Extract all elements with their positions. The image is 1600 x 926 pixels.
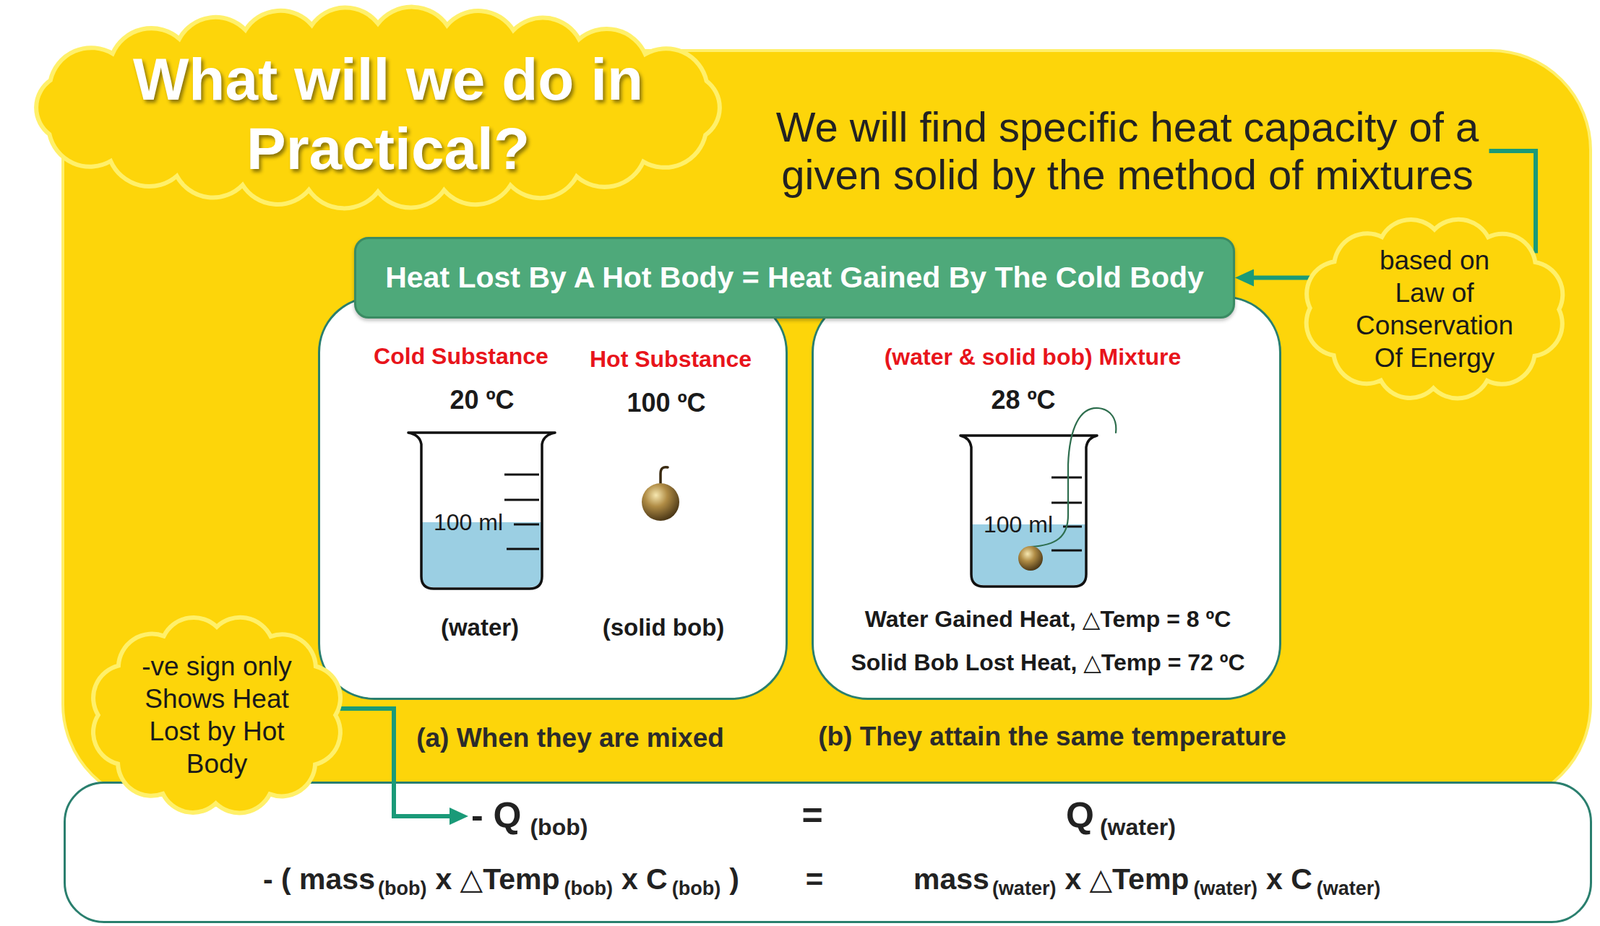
equation-term-text: Q (1065, 795, 1095, 838)
equation-term-text: x C (1266, 862, 1313, 897)
equation-symbol: = (805, 862, 824, 898)
equation-subscript: (bob) (563, 878, 613, 901)
equation-term-text: - Q (471, 795, 522, 838)
equation-box: =Q(water)- ( mass(bob)x △Temp(bob)x C(bo… (63, 781, 1593, 924)
equation-term-text: ) (729, 862, 740, 897)
panel-label: 28 ºC (990, 385, 1056, 415)
equation-group: Q(water) (1065, 795, 1176, 838)
cloud-shape (1289, 209, 1580, 409)
equation-subscript: (bob) (529, 814, 588, 842)
beaker-outline (960, 435, 1098, 587)
panel-label: (water & solid bob) Mixture (884, 343, 1182, 371)
equation-term-text: - ( mass (263, 862, 376, 897)
panel-label: 100 ml (433, 509, 503, 537)
equation-subscript: (bob) (377, 878, 427, 901)
equation-term-text: x △Temp (1064, 862, 1189, 897)
scale-ticks (1051, 477, 1082, 551)
equation-symbol: = (801, 795, 823, 838)
stage-box: (water & solid bob) Mixture 28 ºC 100 ml Wa… (811, 296, 1282, 701)
equation-term-text: x C (621, 862, 668, 897)
equation-term-text: x △Temp (435, 862, 560, 897)
panel-label: 20 ºC (449, 385, 514, 415)
statement-text: We will find specific heat capacity of a… (773, 103, 1483, 199)
bob-hook (660, 467, 668, 485)
panel-label: (solid bob) (602, 614, 725, 642)
equation-subscript: (water) (1193, 878, 1258, 901)
equation-group: - ( mass(bob)x △Temp(bob)x C(bob)) (263, 862, 740, 897)
equation-subscript: (bob) (672, 878, 721, 901)
equation-term-text: mass (913, 862, 990, 897)
panel-label: 100 ºC (626, 388, 706, 418)
panel-label: Water Gained Heat, △Temp = 8 ºC (865, 606, 1232, 634)
equation-term: - Q(bob) (471, 795, 588, 838)
callout-text: based on Law of Conservation Of Energy (1353, 244, 1516, 375)
title-heading: What will we do in Practical? (113, 44, 663, 184)
equation-subscript: (water) (992, 878, 1057, 901)
panel-label: Cold Substance (373, 343, 549, 371)
cloud-outline (93, 617, 341, 814)
header-banner: Heat Lost By A Hot Body = Heat Gained By… (354, 237, 1236, 319)
equation-subscript: (water) (1099, 814, 1176, 842)
panel-label: (a) When they are mixed (416, 723, 725, 755)
panel-label: (b) They attain the same temperature (818, 721, 1287, 754)
cloud-callout: -ve sign only Shows Heat Lost by Hot Bod… (78, 607, 356, 824)
banner-text: Heat Lost By A Hot Body = Heat Gained By… (385, 260, 1204, 295)
equation-group: mass(water)x △Temp(water)x C(water) (913, 862, 1381, 897)
panel-label: Hot Substance (589, 346, 752, 373)
callout-text: -ve sign only Shows Heat Lost by Hot Bod… (132, 650, 301, 781)
cloud-text-wrap: -ve sign only Shows Heat Lost by Hot Bod… (132, 650, 301, 781)
beaker-outline (408, 432, 556, 589)
statement-text-block: We will find specific heat capacity of a… (773, 103, 1483, 199)
equation-panel (63, 781, 1593, 924)
stage-box: Cold Substance Hot Substance 20 ºC 100 ºC 10… (317, 296, 788, 701)
cloud-shape (78, 607, 356, 824)
panel-label: 100 ml (983, 511, 1053, 539)
cloud-text-wrap: based on Law of Conservation Of Energy (1353, 244, 1516, 375)
panel-label: Solid Bob Lost Heat, △Temp = 72 ºC (850, 649, 1245, 677)
solid-bob (1018, 546, 1043, 571)
cloud-callout: based on Law of Conservation Of Energy (1289, 209, 1580, 409)
cloud-outline (1306, 219, 1564, 399)
solid-bob (641, 483, 680, 522)
scale-ticks (504, 474, 540, 550)
equation-subscript: (water) (1316, 878, 1382, 901)
cloud-outline (36, 7, 720, 209)
panel-label: (water) (440, 614, 519, 642)
